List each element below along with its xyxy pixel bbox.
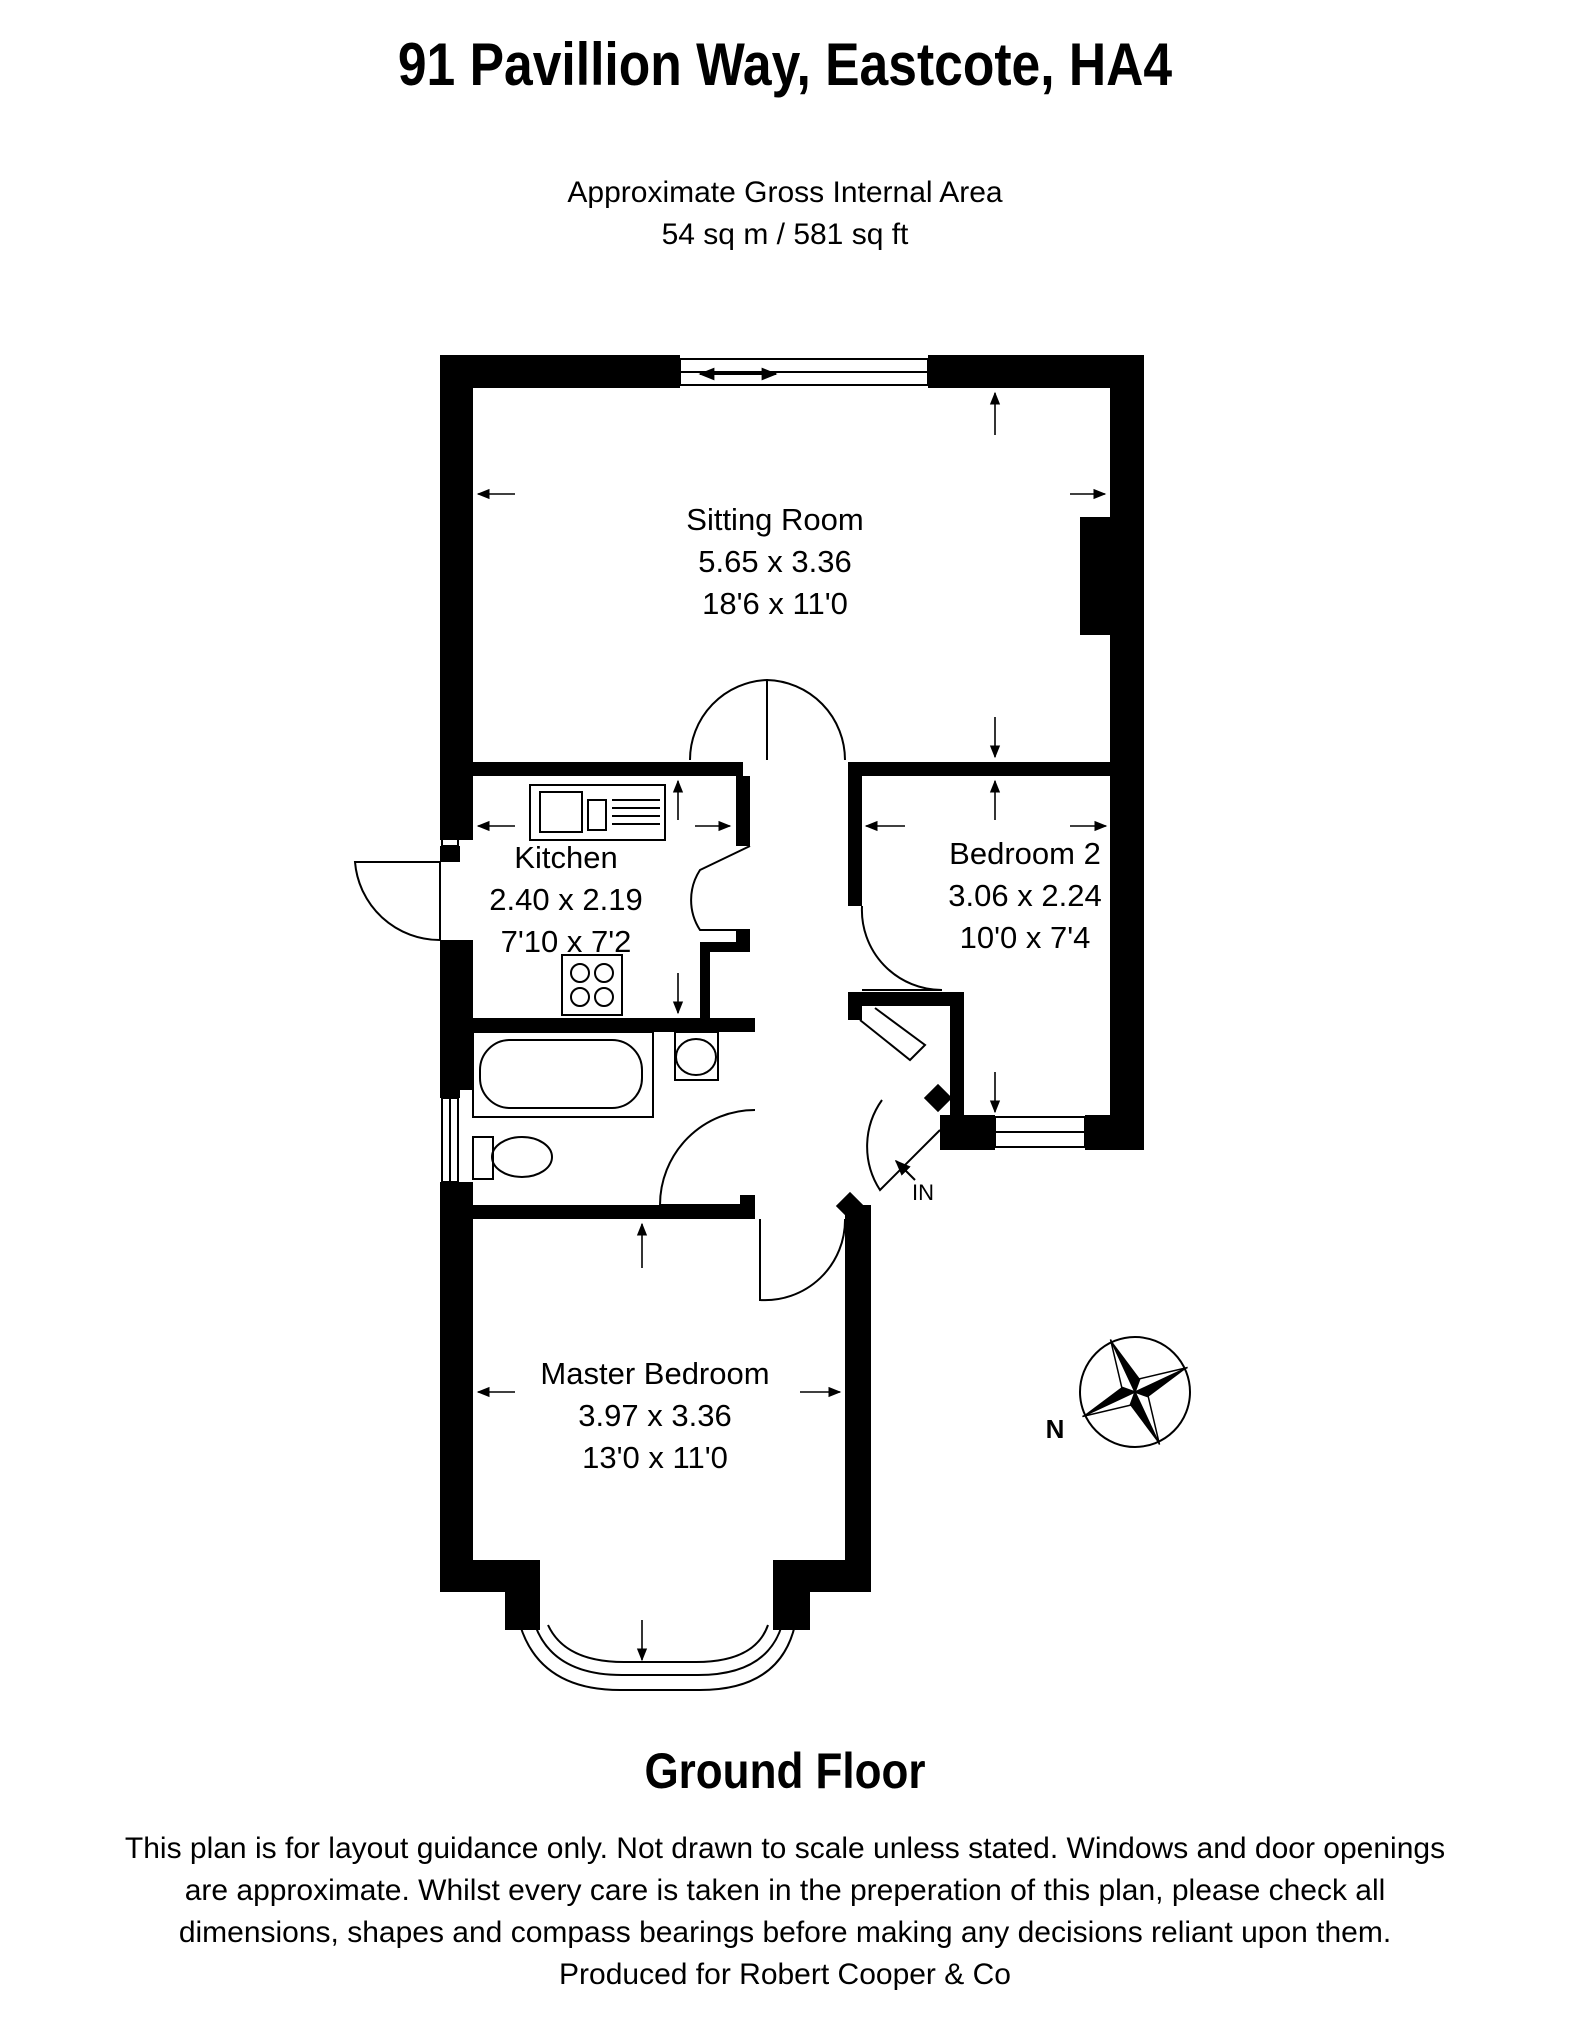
compass-star-icon bbox=[1082, 1339, 1188, 1445]
area-caption: Approximate Gross Internal Area bbox=[567, 176, 1003, 209]
room-imperial-sitting: 18'6 x 11'0 bbox=[702, 586, 848, 621]
room-metric-sitting: 5.65 x 3.36 bbox=[698, 544, 851, 579]
floor-label: Ground Floor bbox=[644, 1743, 926, 1799]
disclaimer-line-4: Produced for Robert Cooper & Co bbox=[559, 1958, 1011, 1991]
bathroom-fixtures bbox=[472, 1031, 719, 1180]
compass-north-label: N bbox=[1046, 1414, 1065, 1444]
room-name-kitchen: Kitchen bbox=[514, 840, 617, 875]
room-master-bedroom: Master Bedroom 3.97 x 3.36 13'0 x 11'0 bbox=[540, 1356, 769, 1475]
page-title: 91 Pavillion Way, Eastcote, HA4 bbox=[397, 31, 1173, 98]
room-bedroom-2: Bedroom 2 3.06 x 2.24 10'0 x 7'4 bbox=[948, 836, 1101, 955]
room-metric-kitchen: 2.40 x 2.19 bbox=[489, 882, 642, 917]
room-imperial-kitchen: 7'10 x 7'2 bbox=[501, 924, 632, 959]
compass: N bbox=[1046, 1336, 1191, 1448]
area-summary: Approximate Gross Internal Area 54 sq m … bbox=[0, 172, 1570, 256]
entrance-label: IN bbox=[912, 1180, 934, 1205]
room-imperial-master-bedroom: 13'0 x 11'0 bbox=[582, 1440, 728, 1475]
disclaimer-line-3: dimensions, shapes and compass bearings … bbox=[178, 1916, 1392, 1949]
disclaimer-line-2: are approximate. Whilst every care is ta… bbox=[184, 1874, 1386, 1907]
compass-ring-icon bbox=[1079, 1336, 1191, 1448]
dimension-arrows bbox=[476, 391, 1108, 1662]
room-name-master-bedroom: Master Bedroom bbox=[540, 1356, 769, 1391]
room-sitting: Sitting Room 5.65 x 3.36 18'6 x 11'0 bbox=[686, 502, 863, 621]
interior-walls bbox=[460, 776, 964, 1219]
entrance-arrow-icon bbox=[894, 1159, 916, 1181]
room-metric-bedroom-2: 3.06 x 2.24 bbox=[948, 878, 1101, 913]
windows bbox=[441, 358, 1086, 1691]
room-name-sitting: Sitting Room bbox=[686, 502, 863, 537]
area-value: 54 sq m / 581 sq ft bbox=[661, 218, 909, 251]
room-name-bedroom-2: Bedroom 2 bbox=[949, 836, 1101, 871]
entrance-marker: IN bbox=[894, 1159, 934, 1205]
disclaimer: This plan is for layout guidance only. N… bbox=[80, 1828, 1490, 1996]
room-metric-master-bedroom: 3.97 x 3.36 bbox=[578, 1398, 731, 1433]
doors bbox=[353, 678, 953, 1302]
exterior-walls bbox=[440, 355, 1144, 1630]
disclaimer-line-1: This plan is for layout guidance only. N… bbox=[124, 1832, 1446, 1865]
room-kitchen: Kitchen 2.40 x 2.19 7'10 x 7'2 bbox=[489, 840, 642, 959]
room-imperial-bedroom-2: 10'0 x 7'4 bbox=[960, 920, 1091, 955]
kitchen-fixtures bbox=[529, 784, 666, 1016]
